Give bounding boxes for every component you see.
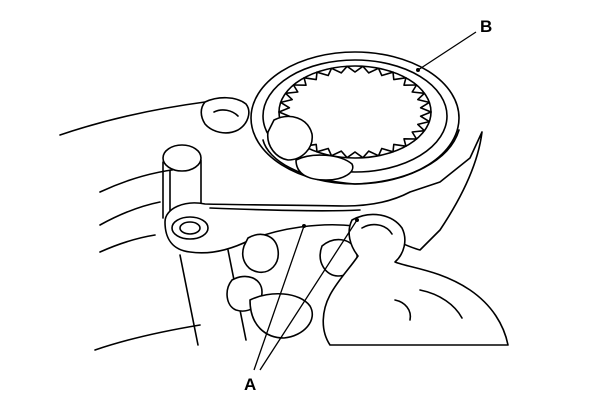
gear-tooth (392, 143, 407, 153)
gear-tooth (403, 138, 418, 147)
callout-label-a: A (244, 375, 256, 394)
gear-tooth (411, 129, 426, 140)
gear-tooth (403, 77, 418, 86)
fingers (226, 233, 358, 339)
gear-tooth (346, 65, 364, 73)
gear-tooth (284, 84, 299, 95)
gear-tooth (417, 120, 431, 132)
gear-tooth (417, 92, 431, 104)
gear-tooth (316, 147, 333, 157)
thumb (266, 115, 354, 181)
leader-a-left (253, 225, 305, 371)
tool-arm (164, 131, 483, 254)
gear-tooth (411, 84, 426, 95)
gear-tooth (330, 65, 348, 74)
gear-tooth (392, 71, 407, 81)
gear-tooth (316, 67, 333, 77)
leader-b (417, 31, 477, 71)
gear-tooth (303, 71, 318, 81)
callout-label-b: B (480, 17, 492, 36)
pivot-post (162, 144, 202, 219)
support-frame (94, 249, 247, 351)
gear-tooth (292, 77, 307, 86)
gear-tooth (362, 65, 380, 74)
gear-tooth (419, 111, 432, 123)
leader-lines (253, 31, 477, 371)
gear-tooth (362, 150, 380, 159)
gear-tooth (419, 101, 432, 113)
gear-tooth (377, 67, 394, 77)
right-hand (322, 213, 509, 346)
gear-tooth (330, 150, 348, 159)
gear-tooth (377, 147, 394, 157)
left-hand (59, 96, 250, 253)
gear-tooth (278, 101, 291, 113)
leader-a-right (259, 219, 358, 371)
gear-tooth (279, 92, 293, 104)
gear-tooth (346, 151, 364, 159)
